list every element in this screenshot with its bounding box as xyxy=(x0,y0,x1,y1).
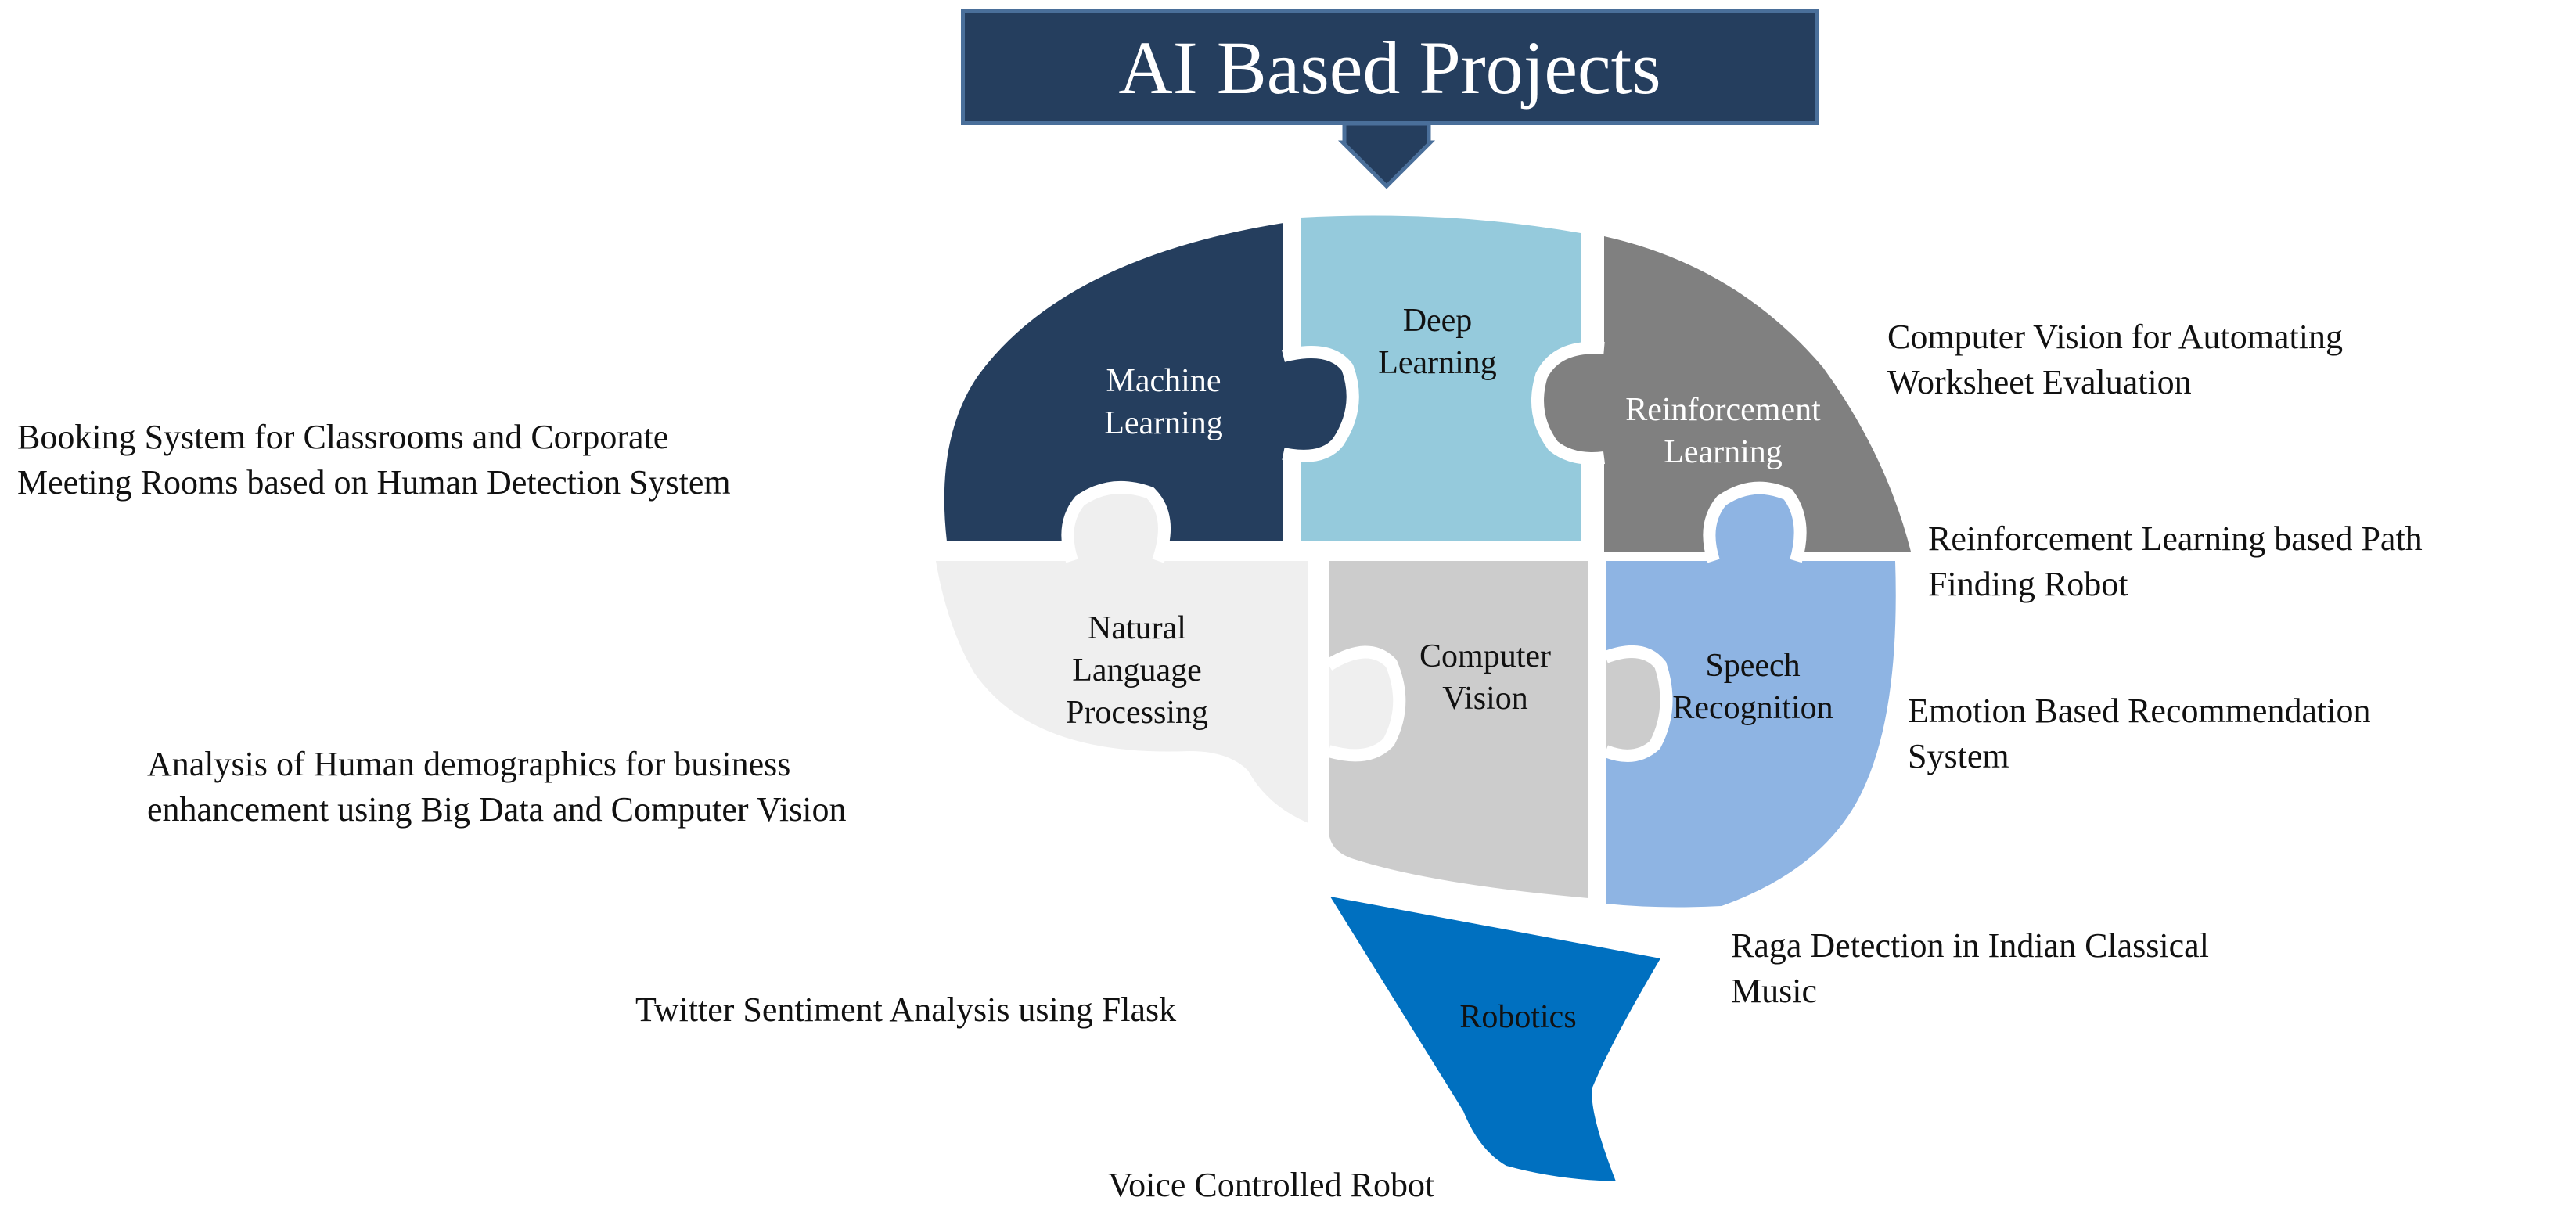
knob-rl-to-dl-outline xyxy=(1531,341,1605,465)
piece-reinforcement-learning xyxy=(1604,236,1911,552)
knob-rl-to-dl xyxy=(1538,347,1604,458)
page-title: AI Based Projects xyxy=(961,9,1819,125)
label-nlp: Natural Language Processing xyxy=(1066,610,1208,731)
knob-nlp-to-ml xyxy=(1067,487,1164,561)
label-speech-recognition: Speech Recognition xyxy=(1672,648,1833,726)
piece-machine-learning xyxy=(944,223,1283,541)
knob-cv-to-sr-outline xyxy=(1603,645,1673,762)
down-arrow xyxy=(1337,121,1436,189)
piece-speech-recognition xyxy=(1606,561,1896,908)
knob-ml-to-dl-outline xyxy=(1282,346,1359,462)
knob-nlp-to-cv xyxy=(1329,652,1400,756)
project-twitter-sentiment: Twitter Sentiment Analysis using Flask xyxy=(635,990,1177,1029)
piece-robotics xyxy=(1330,897,1660,1181)
knob-nlp-to-cv-outline xyxy=(1325,645,1406,762)
project-booking-system: Booking System for Classrooms and Corpor… xyxy=(17,418,731,502)
project-worksheet-evaluation: Computer Vision for Automating Worksheet… xyxy=(1887,318,2343,401)
knob-sr-to-rl-outline xyxy=(1703,481,1807,563)
piece-deep-learning xyxy=(1301,215,1581,541)
label-reinforcement-learning: Reinforcement Learning xyxy=(1625,392,1821,470)
project-path-finding-robot: Reinforcement Learning based Path Findin… xyxy=(1928,520,2423,603)
label-machine-learning: Machine Learning xyxy=(1104,363,1223,441)
label-deep-learning: Deep Learning xyxy=(1378,303,1497,381)
project-raga-detection: Raga Detection in Indian Classical Music xyxy=(1731,926,2209,1010)
piece-computer-vision xyxy=(1329,561,1588,898)
knob-ml-to-dl xyxy=(1283,352,1353,456)
project-emotion-recommendation: Emotion Based Recommendation System xyxy=(1908,692,2371,775)
project-human-demographics: Analysis of Human demographics for busin… xyxy=(147,745,847,829)
label-robotics: Robotics xyxy=(1459,999,1577,1035)
knob-sr-to-rl xyxy=(1709,487,1801,561)
label-computer-vision: Computer Vision xyxy=(1419,638,1551,717)
knob-nlp-to-ml-outline xyxy=(1061,480,1171,563)
project-voice-controlled-robot: Voice Controlled Robot xyxy=(1108,1166,1435,1204)
knob-cv-to-sr xyxy=(1606,651,1667,756)
piece-nlp xyxy=(936,561,1308,823)
